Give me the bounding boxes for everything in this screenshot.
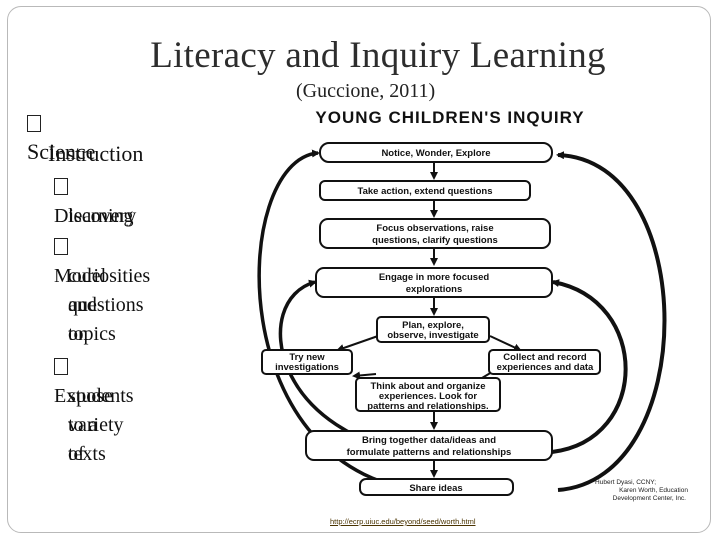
slide-frame (7, 6, 711, 533)
source-link[interactable]: http://ecrp.uiuc.edu/beyond/seed/worth.h… (330, 517, 476, 526)
bullet-science-cont: Instruction (48, 141, 144, 166)
bullet-model-cont3: topics (68, 323, 116, 345)
box-think (355, 377, 501, 412)
bullet-model-cont1: curiosities and (68, 265, 151, 316)
bullet-box-icon (54, 178, 68, 195)
bullet-expose-cont3: texts (68, 443, 106, 465)
text-think-2: experiences. Look for (379, 391, 478, 402)
bullet-science: Science (27, 108, 95, 166)
return-arrow-inner (551, 279, 628, 454)
box-focus (319, 218, 551, 249)
slide-title: Literacy and Inquiry Learning (150, 35, 606, 76)
text-plan-1: Plan, explore, (402, 320, 464, 331)
text-engage-1: Engage in more focused (379, 272, 490, 283)
text-collect-1: Collect and record (503, 352, 587, 363)
box-take-action (319, 180, 531, 201)
text-try-2: investigations (275, 362, 339, 373)
credit-line-1: Hubert Dyasi, CCNY; (595, 479, 656, 486)
bullet-expose-cont2: variety of (68, 414, 124, 465)
text-share: Share ideas (409, 483, 462, 494)
credit-line-3: Development Center, Inc. (613, 495, 687, 502)
box-notice (319, 142, 553, 163)
return-arrow-left-outer (257, 149, 435, 494)
bullet-discovery-cont: learning (68, 205, 134, 227)
bullet-expose-cont1: students to a (68, 385, 134, 436)
box-try-new (261, 349, 353, 375)
text-think-3: patterns and relationships. (367, 401, 488, 412)
diagram-heading: YOUNG CHILDREN'S INQUIRY (315, 108, 584, 127)
text-plan-2: observe, investigate (387, 330, 478, 341)
bullet-box-icon (27, 115, 41, 132)
citation: (Guccione, 2011) (296, 80, 436, 102)
text-notice: Notice, Wonder, Explore (381, 148, 490, 159)
text-focus-1: Focus observations, raise (376, 223, 493, 234)
box-collect (488, 349, 601, 375)
flow-arrows (336, 162, 522, 478)
bullet-expose: Expose (54, 353, 113, 411)
text-focus-2: questions, clarify questions (372, 235, 498, 246)
text-try-1: Try new (289, 352, 325, 363)
text-engage-2: explorations (406, 284, 463, 295)
box-bring-together (305, 430, 553, 461)
credit-line-2: Karen Worth, Education (619, 487, 688, 494)
text-bring-1: Bring together data/ideas and (362, 435, 496, 446)
text-collect-2: experiences and data (497, 362, 594, 373)
box-engage (315, 267, 553, 298)
text-think-1: Think about and organize (370, 381, 485, 392)
text-take-action: Take action, extend questions (358, 186, 493, 197)
box-plan (376, 316, 490, 343)
bullet-box-icon (54, 358, 68, 375)
return-arrow-outer (556, 151, 667, 492)
bullet-discovery: Discovery (54, 173, 136, 231)
bullet-box-icon (54, 238, 68, 255)
box-share (359, 478, 514, 496)
text-bring-2: formulate patterns and relationships (347, 447, 512, 458)
bullet-model: Model (54, 233, 106, 291)
bullet-model-cont2: questions on (68, 294, 144, 345)
